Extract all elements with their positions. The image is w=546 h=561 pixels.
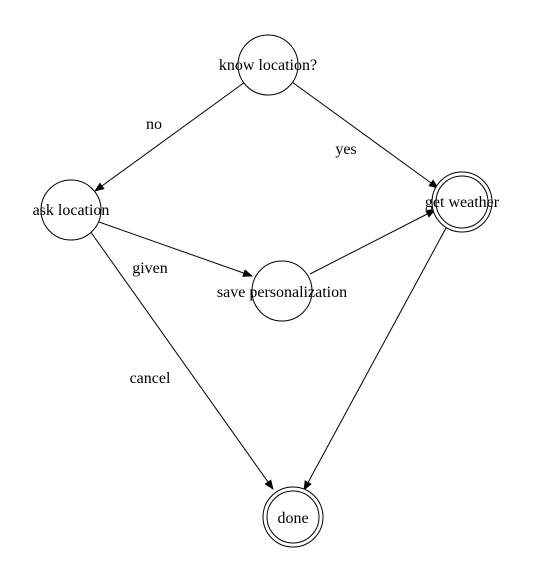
nodes: know location? ask location get weather … (33, 34, 500, 548)
node-done: done (262, 486, 324, 548)
edges: no yes given cancel (89, 81, 447, 491)
edge-get-weather-to-done (303, 227, 447, 491)
node-label-get-weather: get weather (425, 194, 500, 211)
edge-label-yes: yes (335, 141, 356, 158)
node-save-personalization: save personalization (217, 260, 347, 322)
node-know-location: know location? (219, 34, 317, 96)
accepting-state-ring (435, 175, 489, 229)
node-label-ask-location: ask location (33, 202, 110, 219)
edge-label-no: no (146, 116, 162, 133)
node-ask-location: ask location (33, 179, 110, 241)
edge-know-location-to-ask-location: no (94, 81, 246, 192)
node-get-weather: get weather (425, 171, 500, 233)
edge-label-cancel: cancel (130, 370, 171, 387)
node-label-save-personalization: save personalization (217, 284, 347, 301)
accepting-state-ring (266, 490, 320, 544)
node-label-done: done (277, 510, 308, 527)
edge-know-location-to-get-weather: yes (291, 81, 439, 189)
edge-label-given: given (132, 260, 168, 277)
node-label-know-location: know location? (219, 57, 317, 74)
edge-ask-location-to-save-personalization: given (98, 221, 253, 277)
edge-ask-location-to-done: cancel (89, 230, 274, 490)
edge-save-personalization-to-get-weather (309, 209, 436, 275)
